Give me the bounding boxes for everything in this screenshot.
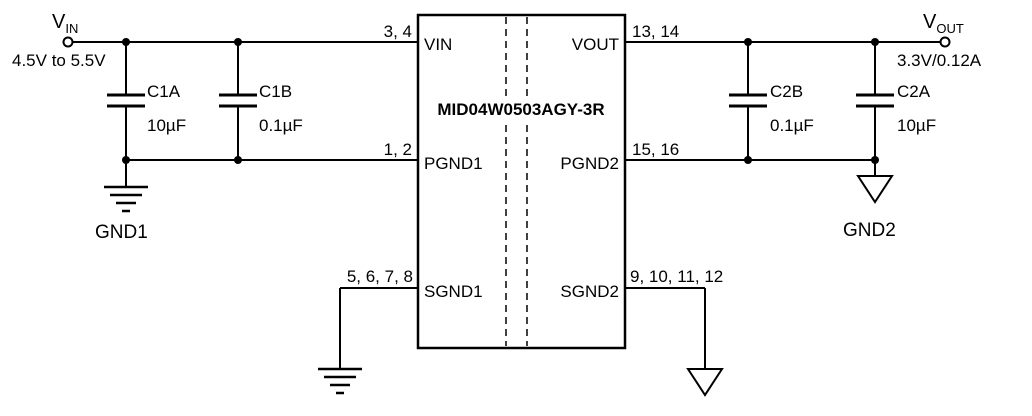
ic-part-number: MID04W0503AGY-3R (437, 100, 604, 119)
capacitor-c1b-ref: C1B (259, 82, 292, 101)
pin-label-sgnd1: SGND1 (424, 282, 483, 301)
gnd1-earth-symbol (104, 160, 148, 213)
vout-terminal-label: VOUT (923, 11, 964, 36)
capacitor-c1a-value: 10µF (147, 116, 186, 135)
pin-label-vout: VOUT (572, 35, 619, 54)
gnd2-triangle-symbol (856, 160, 894, 204)
capacitor-c1a-ref: C1A (147, 82, 181, 101)
sgnd2-triangle-symbol (686, 368, 724, 397)
output-rating: 3.3V/0.12A (897, 51, 982, 70)
capacitor-c2b-symbol (729, 42, 767, 160)
sgnd1-earth-symbol (318, 367, 362, 395)
pin-label-sgnd2: SGND2 (560, 282, 619, 301)
pin-numbers-sgnd1: 5, 6, 7, 8 (347, 267, 413, 286)
input-voltage-range: 4.5V to 5.5V (12, 51, 106, 70)
capacitor-c1b-value: 0.1µF (259, 116, 303, 135)
pin-numbers-vout: 13, 14 (632, 22, 679, 41)
capacitor-c1a-symbol (107, 42, 145, 160)
vin-terminal-label-sub: IN (65, 21, 78, 36)
capacitor-c1b-symbol (219, 42, 257, 160)
gnd2-label: GND2 (843, 220, 896, 241)
gnd1-label: GND1 (95, 222, 148, 243)
pin-label-pgnd1: PGND1 (424, 154, 483, 173)
capacitor-c2a-value: 10µF (897, 116, 936, 135)
pin-label-pgnd2: PGND2 (560, 154, 619, 173)
vout-terminal-node (939, 36, 951, 48)
vout-terminal-label-sub: OUT (936, 21, 964, 36)
vin-terminal-label-main: V (52, 11, 66, 33)
part-number-backing (428, 98, 616, 121)
pin-numbers-vin: 3, 4 (384, 22, 412, 41)
capacitor-c2b-ref: C2B (770, 82, 803, 101)
ic-body (416, 13, 627, 350)
pin-label-vin: VIN (424, 35, 452, 54)
capacitor-c2a-ref: C2A (897, 82, 931, 101)
vin-terminal-label: VIN (52, 11, 78, 36)
capacitor-c2a-symbol (856, 42, 894, 160)
vout-terminal-label-main: V (923, 11, 937, 33)
ground-triangle (856, 175, 894, 204)
vin-terminal-node (62, 36, 74, 48)
pin-numbers-pgnd1: 1, 2 (384, 140, 412, 159)
pin-numbers-sgnd2: 9, 10, 11, 12 (630, 267, 723, 286)
capacitor-c2b-value: 0.1µF (770, 116, 814, 135)
pin-numbers-pgnd2: 15, 16 (632, 140, 679, 159)
